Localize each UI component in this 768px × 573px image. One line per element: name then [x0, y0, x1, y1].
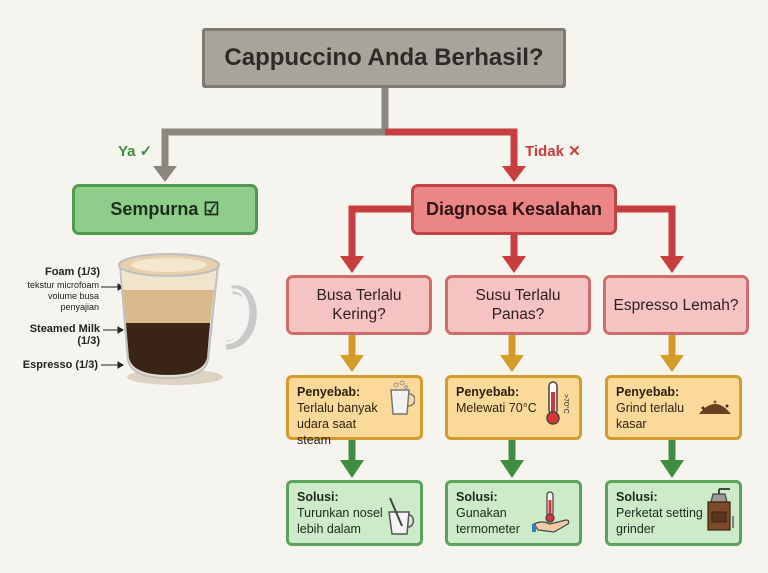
perfect-node: Sempurna ☑ [72, 184, 258, 235]
coffee-grinder-icon [707, 488, 734, 531]
coffee-grounds-icon [699, 400, 731, 414]
layer-espresso-label: Espresso (1/3) [22, 359, 98, 371]
solution-label: Solusi: [456, 490, 498, 504]
layer-milk-label: Steamed Milk (1/3) [29, 323, 100, 347]
cause-node-milk: Penyebab: Melewati 70°C [445, 375, 582, 440]
cause-text: Grind terlalu kasar [616, 401, 685, 431]
question-node-foam: Busa Terlalu Kering? [286, 275, 432, 335]
thermometer-icon: >70°C [546, 381, 570, 425]
diagnosis-node: Diagnosa Kesalahan [411, 184, 617, 235]
cause-text: Melewati 70°C [456, 401, 537, 415]
layer-foam-desc: tekstur microfoam volume busa penyajian [27, 280, 99, 312]
cause-label: Penyebab: [456, 385, 520, 399]
cause-label: Penyebab: [297, 385, 361, 399]
no-branch-label: Tidak ✕ [525, 143, 581, 160]
milk-pitcher-icon [390, 380, 415, 415]
solution-text: Gunakan termometer [456, 506, 520, 536]
page-title: Cappuccino Anda Berhasil? [202, 28, 566, 88]
solution-node-milk: Solusi: Gunakan termometer [445, 480, 582, 546]
layer-foam-label: Foam (1/3) [44, 266, 100, 278]
solution-text: Turunkan nosel lebih dalam [297, 506, 383, 536]
solution-label: Solusi: [616, 490, 658, 504]
cause-text: Terlalu banyak udara saat steam [297, 401, 378, 447]
solution-label: Solusi: [297, 490, 339, 504]
cappuccino-cup-icon [118, 253, 257, 385]
thermometer-icon-text: >70°C [562, 394, 570, 414]
question-node-milk: Susu Terlalu Panas? [445, 275, 591, 335]
cause-label: Penyebab: [616, 385, 680, 399]
steam-wand-pitcher-icon [388, 497, 415, 535]
solution-text: Perketat setting grinder [616, 506, 703, 536]
yes-branch-label: Ya ✓ [118, 143, 153, 160]
question-node-espresso: Espresso Lemah? [603, 275, 749, 335]
hand-thermometer-icon [532, 491, 570, 533]
